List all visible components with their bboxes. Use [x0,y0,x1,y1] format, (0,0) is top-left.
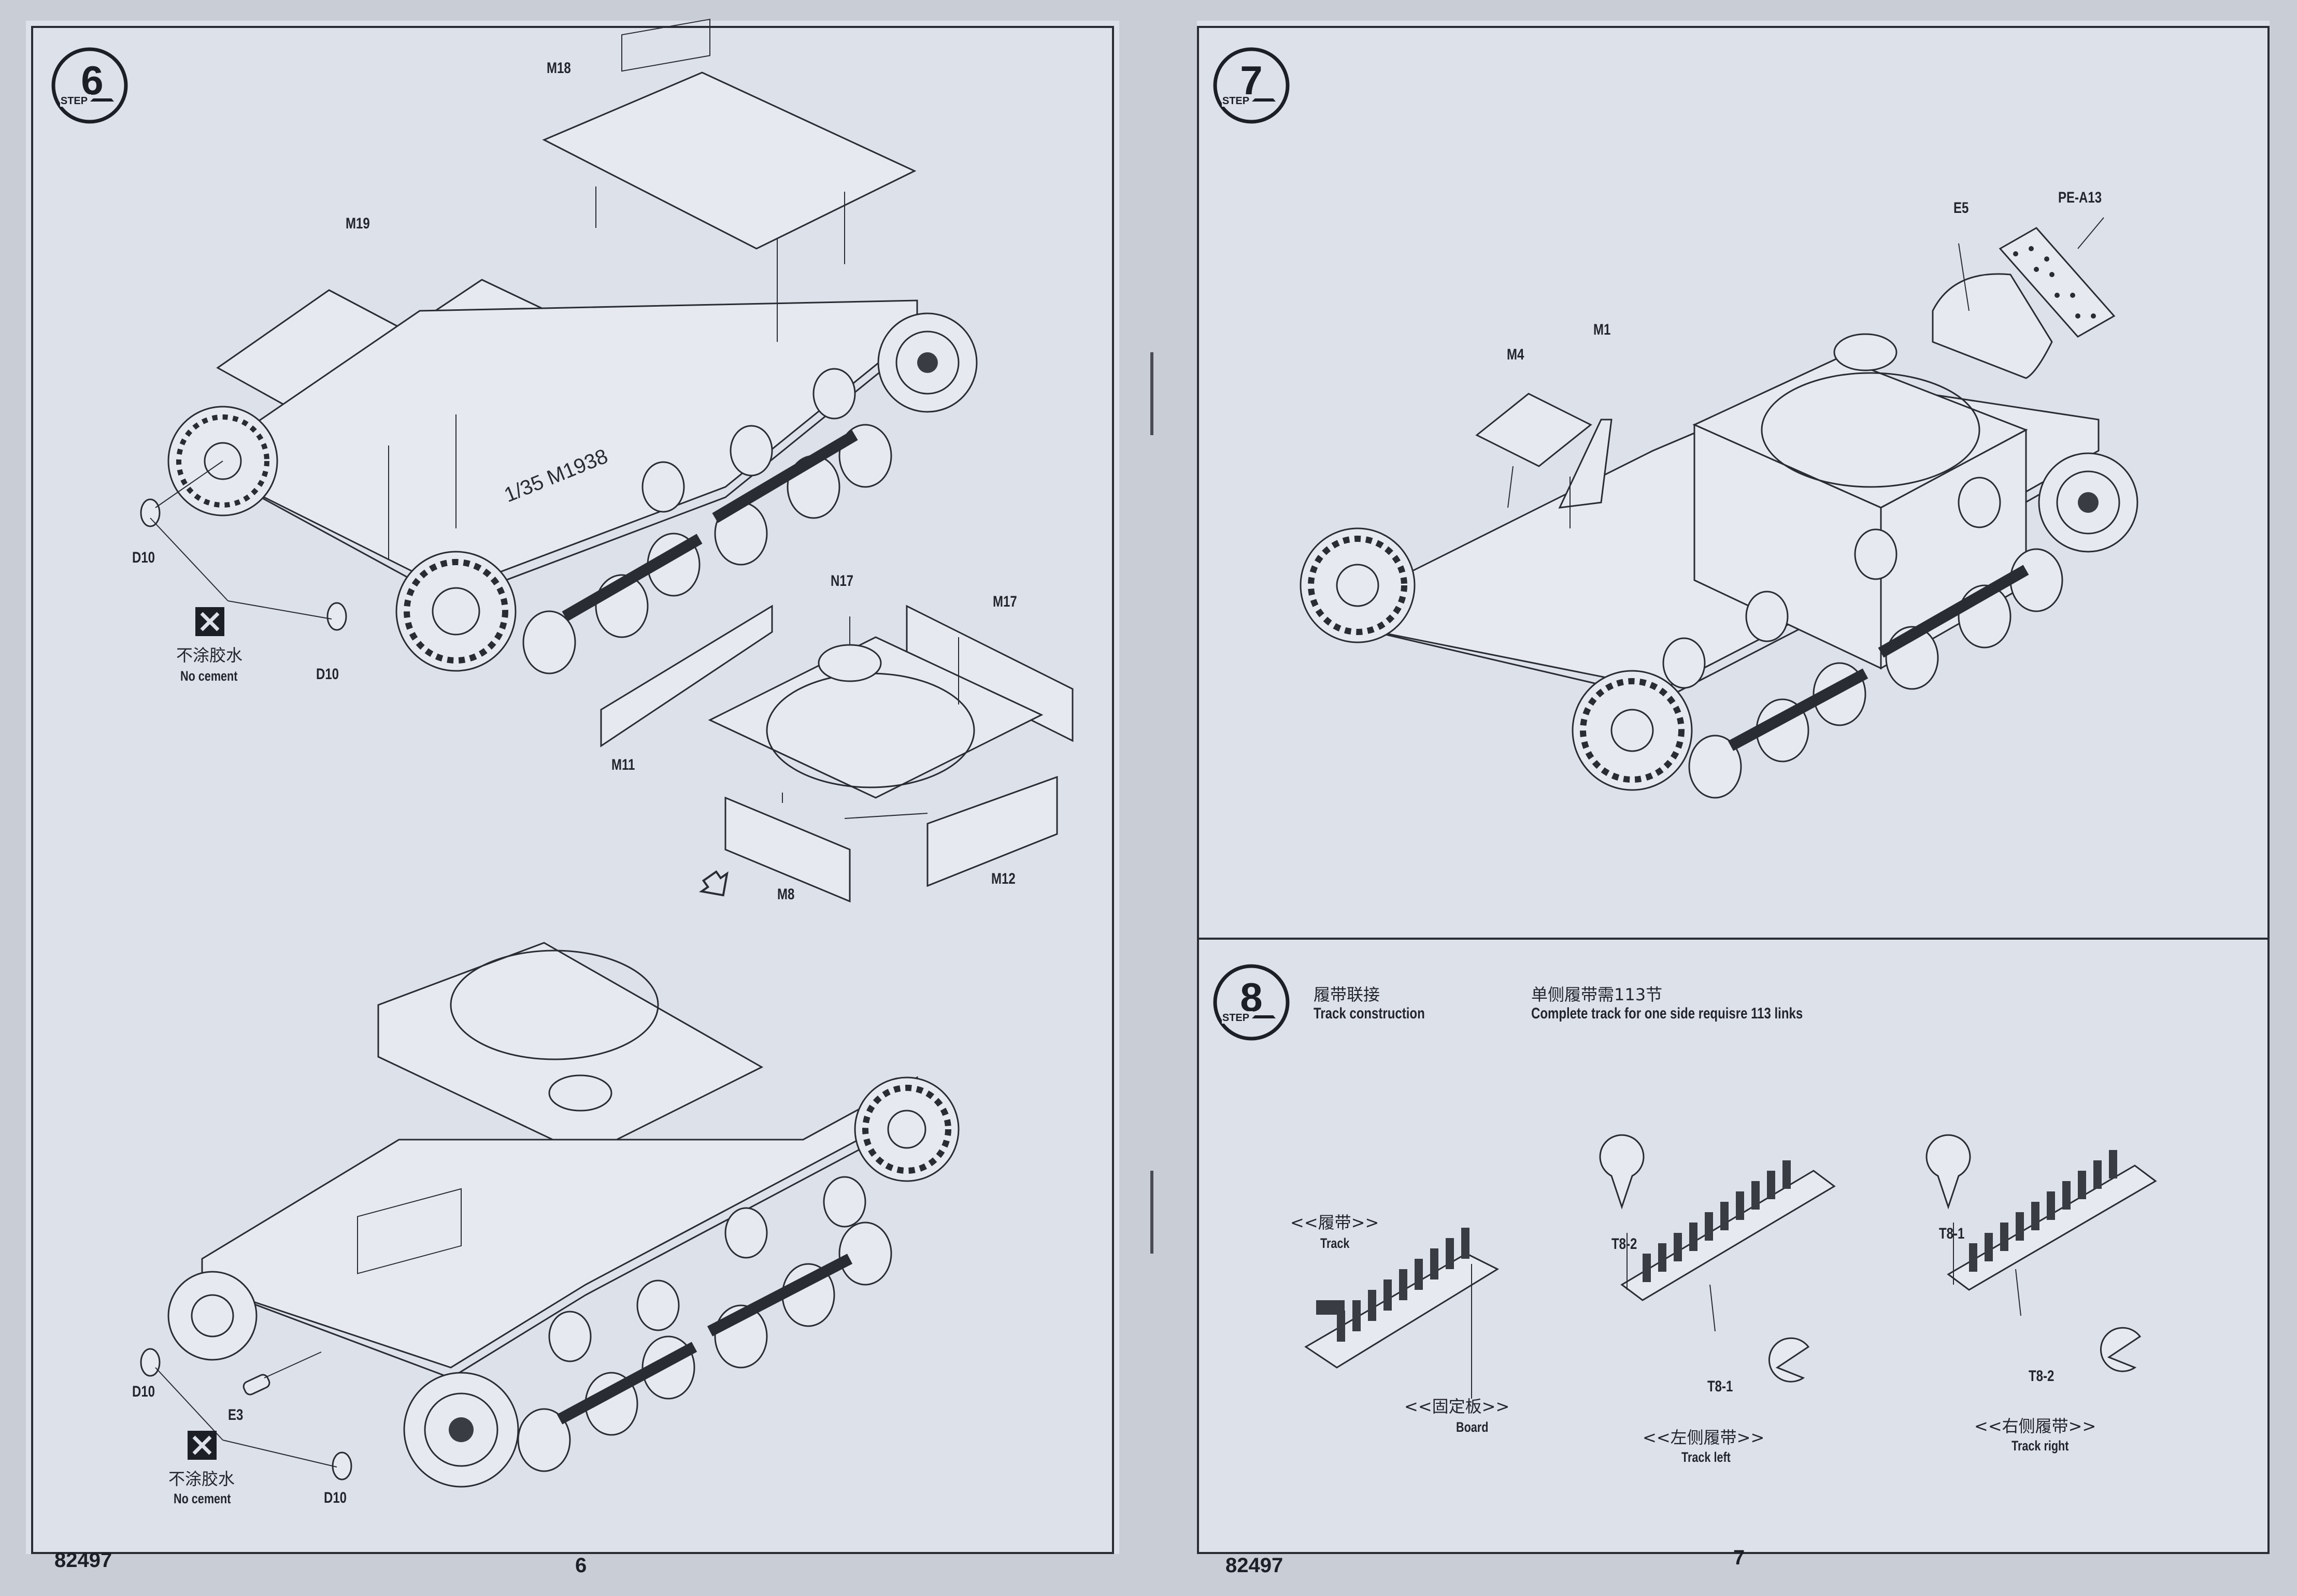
page-number: 7 [1733,1546,1745,1569]
catalog-code: 82497 [54,1549,112,1572]
track-label-en: Track [1320,1235,1350,1251]
instruction-page-right: 7 STEP [1197,21,2270,1577]
step-7-badge: 7 STEP [1213,47,1290,124]
step-7-word: STEP [1222,95,1249,107]
part-label-d10-c: D10 [132,1383,155,1400]
part-label-e3: E3 [228,1406,244,1424]
step-8-title-en: Track construction [1314,1005,1425,1022]
pin-label-t8-1: T8-1 [1939,1225,1965,1242]
no-cement-cn: 不涂胶水 [168,1469,235,1489]
part-label-m12: M12 [991,870,1016,887]
no-cement-icon [188,1431,217,1460]
pin-label-t8-2: T8-2 [1611,1235,1637,1253]
catalog-code: 82497 [1225,1554,1283,1577]
binding-staple-top [1150,352,1153,435]
step-8-word: STEP [1222,1012,1249,1024]
track-left-label-en: Track left [1681,1449,1731,1465]
assembled-hull-drawing [140,942,960,1488]
section-divider [1197,938,2270,940]
part-label-m17: M17 [993,593,1017,610]
no-cement-en: No cement [180,668,238,684]
track-right-label-cn: <<右侧履带>> [1974,1416,2096,1436]
step-8-badge: 8 STEP [1213,964,1290,1041]
turret-ring-hull-drawing [1300,217,2138,799]
part-label-m8: M8 [777,886,795,903]
part-label-d10-d: D10 [324,1489,347,1506]
part-label-d10-a: D10 [132,549,155,566]
page-number: 6 [575,1554,587,1577]
part-label-m1: M1 [1593,321,1611,338]
track-label-cn: <<履带>> [1290,1213,1379,1232]
track-right-label-en: Track right [2011,1438,2069,1454]
part-label-d10-b: D10 [316,666,339,683]
pin-label-t8-2: T8-2 [2029,1368,2055,1385]
hull-exploded-drawing: 1/35 M1938 [140,19,1074,799]
binding-staple-bottom [1150,1171,1153,1254]
pin-label-t8-1: T8-1 [1707,1378,1733,1395]
page-frame [31,26,1114,1554]
part-label-m11: M11 [611,756,635,773]
part-label-m18: M18 [547,60,571,77]
step-6-word: STEP [61,95,88,107]
instruction-page-left: 6 STEP 1/35 M1938 [26,19,1119,1577]
part-label-m4: M4 [1507,346,1524,363]
assembly-arrow-icon [698,870,729,897]
board-label-en: Board [1456,1419,1489,1435]
part-label-pe-a13: PE-A13 [2058,189,2102,206]
step-8-note-cn: 单侧履带需113节 [1531,985,1663,1004]
part-label-n17: N17 [831,572,854,589]
lower-panels-drawing [724,775,1058,903]
part-label-e5: E5 [1953,199,1969,217]
no-cement-icon [195,607,224,636]
step-8-note-en: Complete track for one side requisre 113… [1531,1005,1803,1022]
no-cement-cn: 不涂胶水 [176,645,243,665]
board-label-cn: <<固定板>> [1404,1397,1510,1416]
no-cement-en: No cement [174,1491,231,1506]
track-left-label-cn: <<左侧履带>> [1643,1428,1765,1447]
step-6-badge: 6 STEP [51,47,128,124]
step-8-title-cn: 履带联接 [1314,985,1380,1004]
track-assembly-drawing [1304,1134,2157,1399]
page-frame [1197,26,2270,1554]
part-label-m19: M19 [346,215,370,232]
